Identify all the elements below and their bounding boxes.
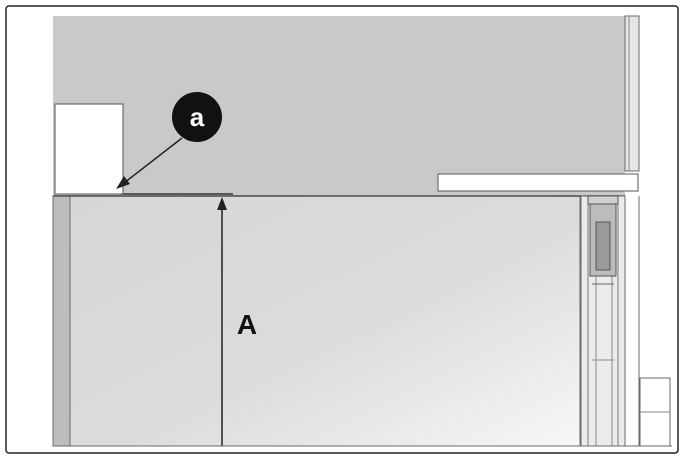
hinge-cap [587,195,619,205]
left-frame-strip [52,195,71,447]
upper-panel [53,16,625,196]
callout-label: a [190,102,205,132]
dimension-label: A [237,309,257,340]
lower-panel [69,195,581,447]
spacer-block [54,103,124,195]
callout-arrowhead [116,176,130,189]
right-trim [624,15,640,172]
hinge-mechanism-inner [595,221,611,271]
shelf-bar [437,173,639,192]
callout-leader [123,137,183,184]
callout-badge [172,92,222,142]
dimension-arrowhead [217,197,227,210]
